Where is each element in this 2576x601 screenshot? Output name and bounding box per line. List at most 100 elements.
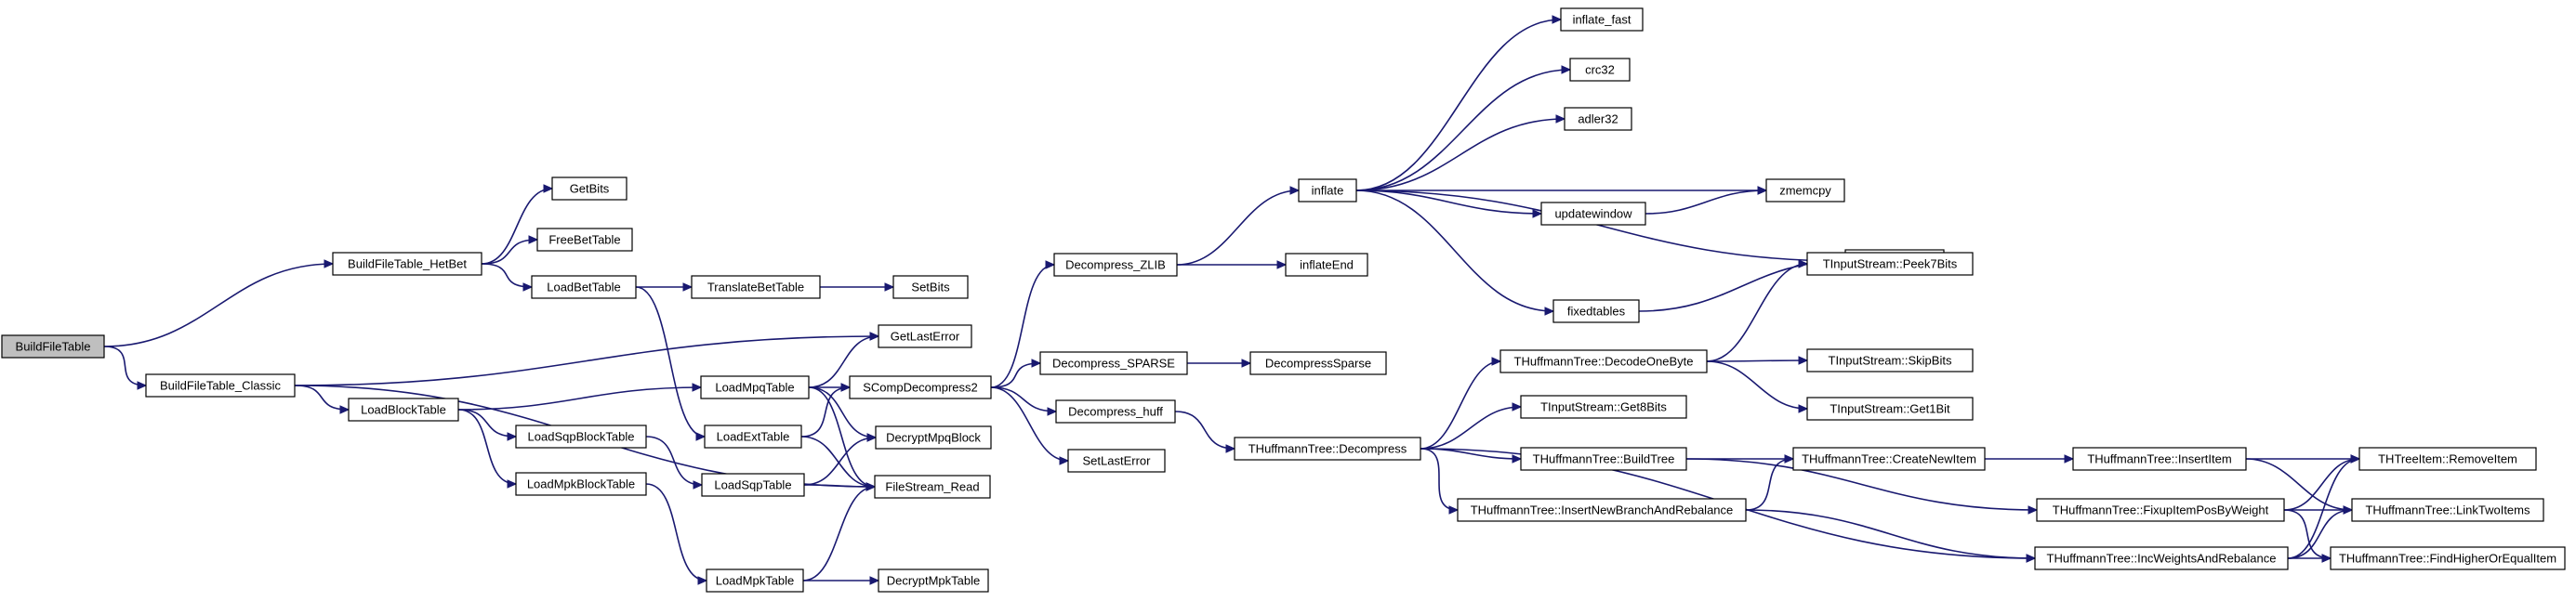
node-tinput-stream-skip-bits[interactable]: TInputStream::SkipBits (1806, 348, 1974, 372)
node-inflate-end[interactable]: inflateEnd (1285, 253, 1368, 277)
edge-build-file-table-classic-to-get-last-error (294, 335, 879, 386)
node-decompress-sparse[interactable]: Decompress_SPARSE (1039, 351, 1188, 375)
node-box (1792, 447, 1986, 471)
edge-inflate-to-fixedtables (1355, 189, 1554, 312)
arrowhead-icon (1798, 356, 1809, 365)
node-inflate-fast[interactable]: inflate_fast (1560, 7, 1644, 32)
node-load-block-table[interactable]: LoadBlockTable (348, 398, 459, 422)
node-load-bet-table[interactable]: LoadBetTable (531, 275, 637, 299)
node-fixedtables[interactable]: fixedtables (1552, 299, 1640, 323)
node-box (1564, 107, 1632, 131)
edge-build-file-table-classic-to-load-block-table (294, 385, 350, 411)
node-label: TInputStream::Get1Bit (1830, 402, 1950, 416)
node-label: LoadSqpTable (714, 478, 791, 492)
node-translate-bet-table[interactable]: TranslateBetTable (691, 275, 821, 299)
node-box (2358, 447, 2537, 471)
node-thuffmann-tree-find-higher-or-equal-item[interactable]: THuffmannTree::FindHigherOrEqualItem (2330, 546, 2566, 570)
node-load-sqp-table[interactable]: LoadSqpTable (701, 473, 805, 497)
node-box (878, 568, 989, 593)
node-inflate[interactable]: inflate (1298, 178, 1357, 203)
node-label: inflate_fast (1573, 13, 1631, 27)
edge-load-ext-table-to-file-stream-read (800, 436, 876, 488)
arrowhead-icon (1798, 404, 1809, 413)
node-load-sqp-block-table[interactable]: LoadSqpBlockTable (515, 425, 647, 449)
edge-build-file-table-het-bet-to-get-bits (481, 188, 553, 265)
node-thuffmann-tree-link-two-items[interactable]: THuffmannTree::LinkTwoItems (2351, 498, 2544, 522)
node-load-mpk-block-table[interactable]: LoadMpkBlockTable (515, 472, 647, 496)
node-load-mpq-table[interactable]: LoadMpqTable (700, 375, 810, 399)
node-box (515, 425, 647, 449)
node-box (1249, 351, 1387, 375)
node-box (1520, 447, 1687, 471)
node-build-file-table-het-bet[interactable]: BuildFileTable_HetBet (332, 252, 482, 276)
edge-thuffmann-tree-decode-one-byte-to-tinput-stream-peek7-bits (1706, 263, 1808, 362)
arrowhead-icon (693, 480, 704, 490)
node-load-ext-table[interactable]: LoadExtTable (704, 425, 802, 449)
node-decompress-huff[interactable]: Decompress_huff (1055, 399, 1176, 424)
arrowhead-icon (1491, 357, 1502, 366)
node-updatewindow[interactable]: updatewindow (1540, 202, 1646, 226)
node-box (1499, 349, 1708, 373)
node-box (2036, 498, 2285, 522)
node-thuffmann-tree-insert-new-branch-and-rebalance[interactable]: THuffmannTree::InsertNewBranchAndRebalan… (1457, 498, 1747, 522)
node-build-file-table[interactable]: BuildFileTable (1, 334, 105, 359)
edge-thuffmann-tree-insert-new-branch-and-rebalance-to-thuffmann-tree-inc-weights-and-rebalance (1745, 509, 2036, 559)
edge-thuffmann-tree-inc-weights-and-rebalance-to-thuffmann-tree-link-two-items (2287, 509, 2353, 559)
node-adler32[interactable]: adler32 (1564, 107, 1632, 131)
node-label: Decompress_SPARSE (1052, 357, 1175, 371)
arrowhead-icon (1289, 186, 1301, 195)
node-label: FileStream_Read (885, 480, 979, 494)
node-set-last-error[interactable]: SetLastError (1067, 449, 1166, 473)
node-thuffmann-tree-create-new-item[interactable]: THuffmannTree::CreateNewItem (1792, 447, 1986, 471)
node-box (1053, 253, 1178, 277)
node-thuffmann-tree-fixup-item-pos-by-weight[interactable]: THuffmannTree::FixupItemPosByWeight (2036, 498, 2285, 522)
node-box (1560, 7, 1644, 32)
node-thuffmann-tree-build-tree[interactable]: THuffmannTree::BuildTree (1520, 447, 1687, 471)
node-box (1552, 299, 1640, 323)
edge-load-block-table-to-load-sqp-block-table (457, 409, 517, 438)
call-graph-nodes: BuildFileTable BuildFileTable_HetBetBuild… (1, 7, 2566, 593)
node-tinput-stream-get8-bits[interactable]: TInputStream::Get8Bits (1520, 395, 1687, 419)
node-get-last-error[interactable]: GetLastError (878, 324, 972, 348)
node-load-mpk-table[interactable]: LoadMpkTable (706, 568, 804, 593)
node-box (892, 275, 969, 299)
node-label: zmemcpy (1779, 184, 1831, 198)
arrowhead-icon (1544, 307, 1555, 316)
node-label: updatewindow (1554, 207, 1632, 221)
node-tinput-stream-peek7-bits[interactable]: TInputStream::Peek7Bits (1806, 252, 1974, 276)
node-thuffmann-tree-insert-item[interactable]: THuffmannTree::InsertItem (2072, 447, 2247, 471)
node-label: crc32 (1585, 63, 1615, 77)
edge-thuffmann-tree-decode-one-byte-to-tinput-stream-get1-bit (1706, 360, 1808, 410)
node-decrypt-mpk-table[interactable]: DecryptMpkTable (878, 568, 989, 593)
node-thtree-item-remove-item[interactable]: THTreeItem::RemoveItem (2358, 447, 2537, 471)
node-box (1067, 449, 1166, 473)
node-decrypt-mpq-block[interactable]: DecryptMpqBlock (875, 425, 992, 450)
node-tinput-stream-get1-bit[interactable]: TInputStream::Get1Bit (1806, 397, 1974, 421)
node-thuffmann-tree-inc-weights-and-rebalance[interactable]: THuffmannTree::IncWeightsAndRebalance (2034, 546, 2289, 570)
node-label: THuffmannTree::LinkTwoItems (2365, 503, 2530, 517)
node-decompress-sparse[interactable]: DecompressSparse (1249, 351, 1387, 375)
node-zmemcpy[interactable]: zmemcpy (1765, 178, 1845, 203)
node-crc32[interactable]: crc32 (1569, 58, 1631, 82)
node-file-stream-read[interactable]: FileStream_Read (874, 475, 991, 499)
node-thuffmann-tree-decode-one-byte[interactable]: THuffmannTree::DecodeOneByte (1499, 349, 1708, 373)
node-build-file-table-classic[interactable]: BuildFileTable_Classic (145, 373, 296, 398)
node-box (1806, 397, 1974, 421)
edge-thuffmann-tree-insert-item-to-thuffmann-tree-link-two-items (2245, 458, 2353, 511)
node-box (878, 324, 972, 348)
edge-thuffmann-tree-fixup-item-pos-by-weight-to-thtree-item-remove-item (2283, 458, 2360, 511)
arrowhead-icon (1059, 456, 1070, 465)
node-label: LoadBlockTable (361, 403, 446, 417)
arrowhead-icon (866, 433, 878, 442)
node-set-bits[interactable]: SetBits (892, 275, 969, 299)
arrowhead-icon (2343, 505, 2354, 515)
edge-thuffmann-tree-build-tree-to-thuffmann-tree-fixup-item-pos-by-weight (1685, 458, 2038, 511)
node-get-bits[interactable]: GetBits (551, 176, 627, 201)
node-box (1055, 399, 1176, 424)
node-free-bet-table[interactable]: FreeBetTable (536, 228, 633, 252)
node-thuffmann-tree-decompress[interactable]: THuffmannTree::Decompress (1234, 437, 1421, 461)
edge-inflate-to-inflate-table (1355, 189, 1846, 262)
node-scomp-decompress2[interactable]: SCompDecompress2 (849, 375, 992, 399)
node-decompress-zlib[interactable]: Decompress_ZLIB (1053, 253, 1178, 277)
